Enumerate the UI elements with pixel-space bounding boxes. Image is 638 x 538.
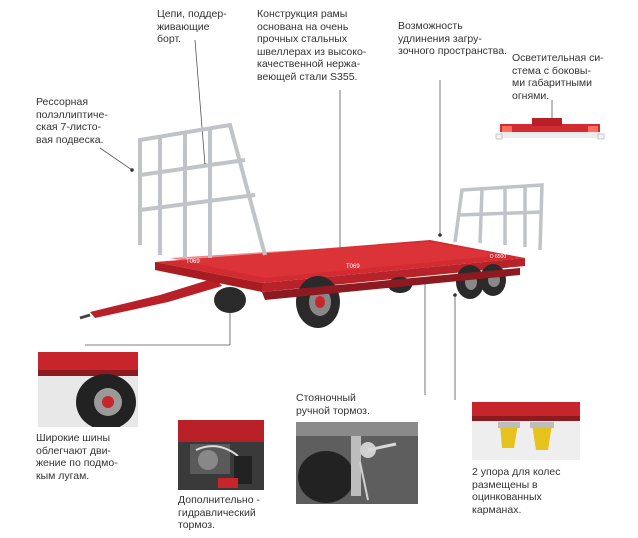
rear-brand-mark: D 6500 <box>490 254 506 260</box>
tires-inset <box>38 352 138 427</box>
side-brand-mark: T069 <box>186 259 200 265</box>
rear-bale-cradle <box>453 183 544 251</box>
lighting-system-inset <box>495 118 605 140</box>
svg-text:T069: T069 <box>346 264 360 270</box>
caption-frame: Конструкция рамы основана на очень прочн… <box>257 8 367 83</box>
caption-parking-brake: Стояночный ручной тормоз. <box>296 392 370 417</box>
caption-wheel-chocks: 2 упора для колес размещены в оцинкованн… <box>472 466 561 516</box>
caption-extension: Возможность удлинения загру- зочного про… <box>398 20 507 57</box>
wheel-chocks-inset <box>472 402 580 460</box>
caption-lighting: Осветительная си- стема с боковы- ми габ… <box>512 52 604 102</box>
caption-hydraulic-brake: Дополнительно - гидравлический тормоз. <box>178 494 260 531</box>
caption-suspension: Рессорная полэллиптиче- ская 7-листо- ва… <box>36 96 108 146</box>
parking-brake-inset <box>296 422 418 504</box>
caption-tires: Широкие шины облегчают дви- жение по под… <box>36 432 118 482</box>
caption-chains: Цепи, поддер- живающие борт. <box>157 8 227 45</box>
front-bale-cradle <box>138 122 267 258</box>
hydraulic-brake-inset <box>178 420 264 490</box>
